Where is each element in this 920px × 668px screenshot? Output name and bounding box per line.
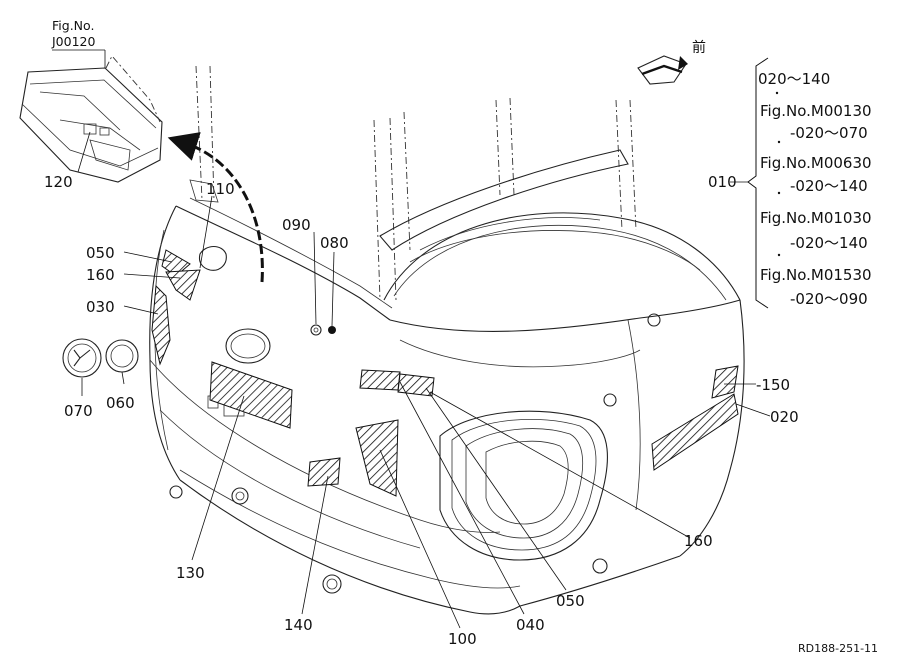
decal-140	[307, 457, 341, 487]
callout-150: -150	[756, 376, 790, 394]
drawing-code: RD188-251-11	[798, 642, 878, 655]
callout-060: 060	[106, 394, 135, 412]
callout-050-right: 050	[556, 592, 585, 610]
decal-020	[651, 393, 739, 471]
bracket-line-6: Fig.No.M01030	[760, 209, 872, 227]
leader-lines	[77, 131, 771, 629]
callout-070: 070	[64, 402, 93, 420]
decal-030	[151, 284, 171, 366]
callout-160-right: 160	[684, 532, 713, 550]
inset-component	[19, 49, 163, 183]
callouts: 120 110 090 080 050 160 030 070 060 -150…	[44, 173, 799, 648]
callout-120: 120	[44, 173, 73, 191]
callout-090: 090	[282, 216, 311, 234]
bracket-line-1: 020～140	[758, 70, 830, 88]
decal-050-right	[359, 369, 401, 391]
rotation-arrow	[167, 132, 264, 283]
callout-020: 020	[770, 408, 799, 426]
decal-160-left	[165, 269, 201, 301]
loose-parts	[62, 338, 139, 378]
bracket-line-5: -020～140	[790, 177, 868, 195]
callout-030: 030	[86, 298, 115, 316]
machine-body	[149, 65, 745, 615]
callout-040: 040	[516, 616, 545, 634]
figure-reference: Fig.No. J00120	[51, 18, 95, 49]
callout-050-left: 050	[86, 244, 115, 262]
callout-140: 140	[284, 616, 313, 634]
bracket-line-2: Fig.No.M00130	[760, 102, 872, 120]
decal-100	[355, 419, 399, 497]
bracket-line-7: -020～140	[790, 234, 868, 252]
callout-160-left: 160	[86, 266, 115, 284]
direction-indicator: 前	[637, 39, 706, 85]
callout-080: 080	[320, 234, 349, 252]
callout-110: 110	[206, 180, 235, 198]
decal-160-right	[397, 373, 435, 397]
callout-130: 130	[176, 564, 205, 582]
bracket-line-3: -020～070	[790, 124, 868, 142]
bracket-line-8: Fig.No.M01530	[760, 266, 872, 284]
bracket-line-4: Fig.No.M00630	[760, 154, 872, 172]
figure-ref-line1: Fig.No.	[52, 18, 94, 33]
direction-label: 前	[692, 39, 706, 56]
bracket-list: 010 020～140 Fig.No.M00130 -020～070 Fig.N…	[708, 70, 872, 308]
bracket-line-9: -020～090	[790, 290, 868, 308]
figure-ref-line2: J00120	[51, 34, 95, 49]
bracket-label: 010	[708, 173, 737, 191]
callout-100: 100	[448, 630, 477, 648]
decal-150	[711, 365, 739, 399]
decals	[151, 249, 739, 497]
decal-130	[209, 361, 293, 429]
